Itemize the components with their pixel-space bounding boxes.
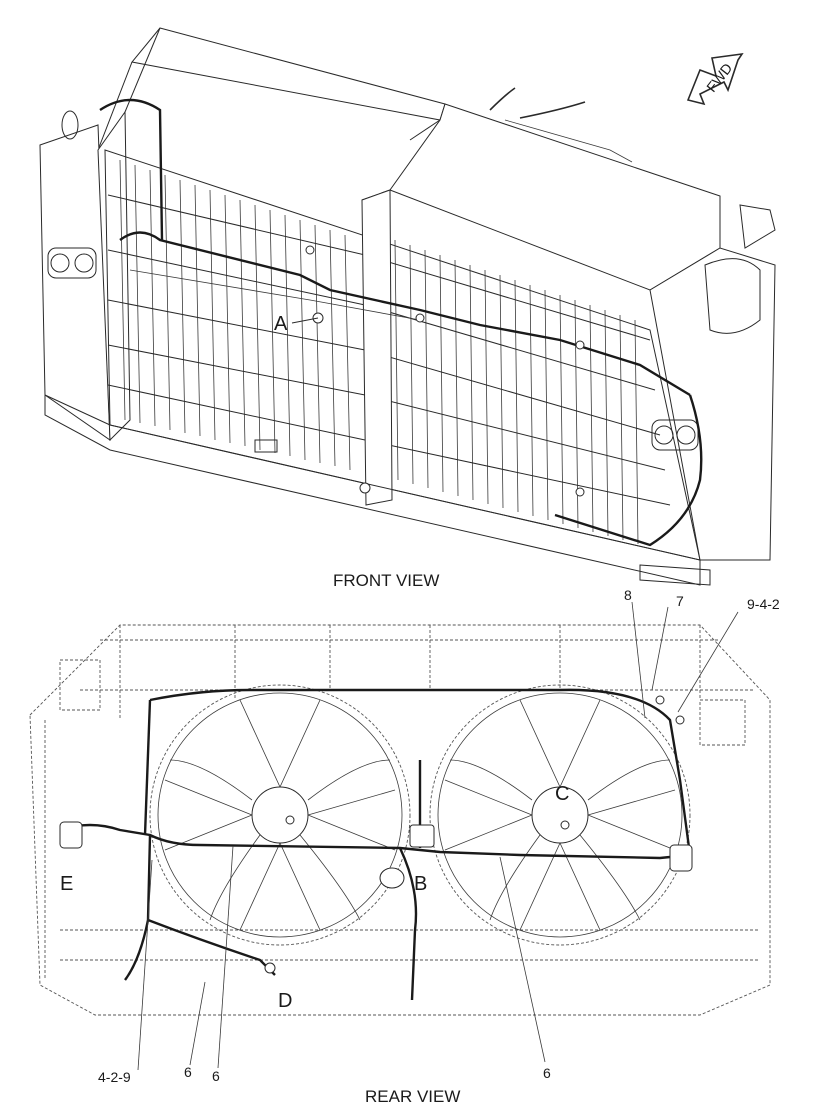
callout-b: B: [414, 873, 427, 895]
left-fan: [149, 684, 411, 946]
callout-a: A: [274, 313, 288, 335]
part-ref-6-right: 6: [543, 1065, 551, 1081]
grille-slats-right: [394, 239, 639, 545]
rear-view-caption: REAR VIEW: [365, 1087, 460, 1106]
front-view-caption: FRONT VIEW: [333, 571, 439, 590]
right-fan: [429, 684, 691, 946]
part-ref-6-mid: 6: [212, 1068, 220, 1084]
part-ref-6-left: 6: [184, 1064, 192, 1080]
part-ref-4-2-9: 4-2-9: [98, 1069, 131, 1085]
front-view-drawing: FWD: [39, 27, 776, 590]
fwd-arrow-icon: FWD: [686, 52, 744, 106]
callout-c: C: [555, 783, 569, 805]
part-ref-7: 7: [676, 593, 684, 609]
rear-view-drawing: C B E D 8 7 9-4-2 4-2-9 6 6 6 REAR VIEW: [29, 587, 780, 1106]
part-ref-8: 8: [624, 587, 632, 603]
part-ref-9-4-2: 9-4-2: [747, 596, 780, 612]
fwd-arrow-label: FWD: [703, 60, 735, 95]
callout-e: E: [60, 873, 73, 895]
callout-d: D: [278, 990, 292, 1012]
